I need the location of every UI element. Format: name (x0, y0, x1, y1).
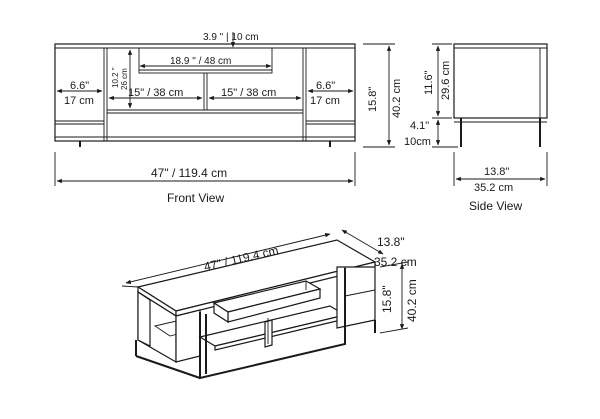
dim-height-in: 15.8" (367, 87, 379, 112)
dim-center-left-label: 15" / 38 cm (128, 87, 183, 99)
front-outer-frame (54, 43, 356, 142)
dim-iso-height-in: 15.8" (380, 285, 394, 313)
dim-iso-height-cm: 40.2 cm (405, 279, 419, 322)
front-view-caption: Front View (167, 191, 224, 205)
dim-iso-width-arrow (125, 233, 331, 284)
front-upper-box (138, 47, 273, 74)
dim-height-cm: 40.2 cm (391, 79, 403, 118)
dim-iso-depth-in: 13.8" (377, 235, 405, 249)
dim-center-right-label: 15" / 38 cm (221, 87, 276, 99)
dim-depth-in: 13.8" (484, 166, 509, 178)
iso-metal-frame-front (199, 268, 346, 380)
side-body (453, 43, 548, 119)
side-view-caption: Side View (469, 199, 522, 213)
iso-floating-box-side (213, 301, 229, 324)
isometric-view: 47" / 119.4 cm 13.8" 35.2 cm 15.8" 40.2 … (121, 229, 419, 380)
dim-side-leg-in: 4.1" (410, 120, 429, 132)
dim-iso-depth-arrow (341, 229, 384, 255)
side-view: 11.6" 29.6 cm 4.1" 10cm 13.8" 35.2 cm Si… (404, 43, 548, 213)
dim-iso-depth-cm: 35.2 cm (374, 255, 417, 269)
dim-side-leg-cm: 10cm (404, 136, 431, 148)
dim-iso-height-ext-top (379, 261, 409, 268)
iso-metal-frame-base-left (135, 355, 201, 379)
dim-right-cabinet-cm: 17 cm (310, 95, 340, 107)
iso-left-divider (175, 309, 201, 363)
dim-side-height-in: 11.6" (423, 70, 435, 95)
iso-right-cabinet-shelf (344, 289, 376, 297)
front-view: 3.9 " | 10 cm 18.9 " / 48 cm 6.6" 17 cm … (54, 32, 403, 205)
iso-right-cabinet-front (336, 266, 376, 329)
dim-inner-height-cm: 26 cm (120, 68, 129, 90)
dim-top-gap-label: 3.9 " | 10 cm (203, 32, 259, 43)
iso-left-back (137, 290, 151, 347)
iso-center-divider (264, 319, 273, 348)
dim-right-cabinet-in: 6.6" (316, 80, 335, 92)
dim-depth-cm: 35.2 cm (474, 182, 513, 194)
dim-left-cabinet-cm: 17 cm (64, 95, 94, 107)
dim-left-cabinet-in: 6.6" (70, 80, 89, 92)
dim-iso-width-ext-left (121, 285, 139, 288)
dim-inner-width-label: 18.9 " / 48 cm (170, 56, 231, 67)
dim-inner-height-in: 10.2 " (111, 67, 120, 88)
dim-iso-height-ext-bottom (379, 327, 409, 334)
dim-side-height-cm: 29.6 cm (440, 61, 452, 100)
dim-width-label: 47" / 119.4 cm (151, 166, 227, 180)
